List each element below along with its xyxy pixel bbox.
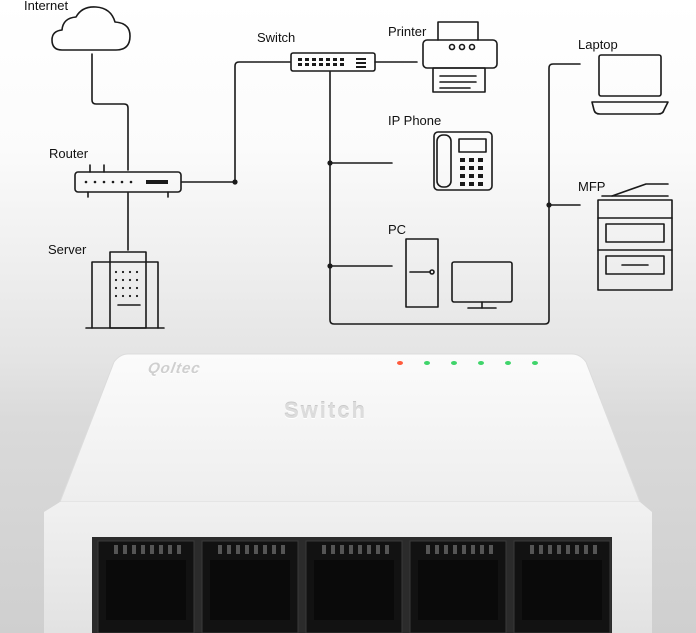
- device-model-label: Switch: [284, 398, 367, 423]
- status-led: [478, 361, 484, 365]
- brand-logo: Qoltec: [146, 360, 203, 377]
- ethernet-ports: [97, 540, 611, 633]
- status-led: [451, 361, 457, 365]
- monitor-icon: [451, 261, 513, 309]
- status-led: [505, 361, 511, 365]
- junction-dots: [232, 160, 552, 269]
- laptop-icon: [591, 54, 669, 115]
- status-leds: [397, 361, 538, 365]
- status-led: [424, 361, 430, 365]
- cloud-icon: [51, 6, 131, 51]
- label-pc: PC: [388, 222, 407, 237]
- label-internet: Internet: [24, 0, 69, 13]
- label-router: Router: [49, 146, 89, 161]
- pc-tower-icon: [405, 238, 439, 308]
- ethernet-port: [513, 540, 611, 633]
- ip-phone-icon: [433, 131, 493, 191]
- label-laptop: Laptop: [578, 37, 618, 52]
- connection-lines: [91, 53, 581, 325]
- network-diagram: [51, 6, 673, 329]
- label-ip-phone: IP Phone: [388, 113, 442, 128]
- ethernet-port: [201, 540, 299, 633]
- printer-icon: [422, 21, 498, 93]
- switch-icon: [290, 52, 376, 72]
- label-mfp: MFP: [578, 179, 606, 194]
- mfp-icon: [597, 183, 673, 291]
- server-icon: [85, 251, 165, 329]
- status-led: [397, 361, 403, 365]
- ethernet-port: [409, 540, 507, 633]
- status-led: [532, 361, 538, 365]
- switch-device: [44, 353, 652, 633]
- ethernet-port: [97, 540, 195, 633]
- router-icon: [74, 164, 182, 198]
- label-switch: Switch: [257, 30, 296, 45]
- ethernet-port: [305, 540, 403, 633]
- label-printer: Printer: [388, 24, 427, 39]
- label-server: Server: [48, 242, 87, 257]
